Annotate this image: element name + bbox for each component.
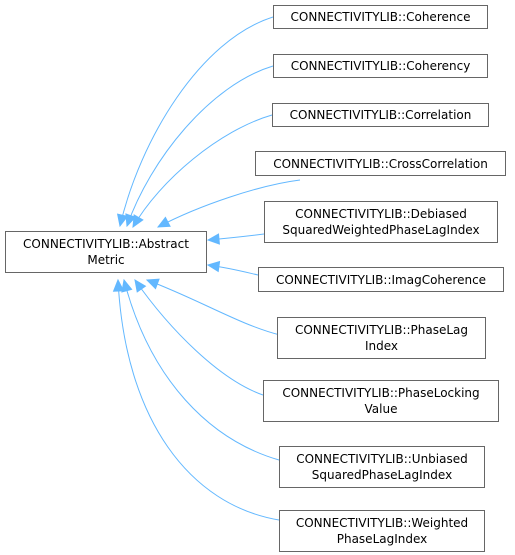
node-label-line: CONNECTIVITYLIB::Weighted	[295, 516, 469, 530]
edge-crosscorrelation	[157, 179, 301, 228]
node-label-line: CONNECTIVITYLIB::PhaseLag	[294, 323, 469, 337]
edge-phaselockingvalue	[134, 279, 264, 396]
node-phase-locking-value[interactable]: CONNECTIVITYLIB::PhaseLocking Value	[263, 380, 499, 422]
edge-imagcoherence-arrowhead	[206, 260, 221, 273]
node-label-line: Metric	[87, 253, 125, 267]
edge-crosscorrelation-arrowhead	[156, 216, 171, 228]
node-debiased-squared-weighted-phase-lag-index[interactable]: CONNECTIVITYLIB::Debiased SquaredWeighte…	[264, 201, 498, 243]
edge-unbiased-arrowhead	[121, 278, 133, 293]
node-label-line: CONNECTIVITYLIB::ImagCoherence	[275, 272, 487, 287]
node-label-line: CONNECTIVITYLIB::Coherency	[290, 59, 471, 73]
node-label-line: Value	[364, 402, 398, 416]
edge-phaselagindex-arrowhead	[145, 278, 160, 290]
edge-coherence	[119, 16, 274, 227]
node-label-line: CONNECTIVITYLIB::Coherence	[290, 10, 471, 24]
node-label-line: PhaseLagIndex	[336, 532, 428, 546]
edge-weighted	[117, 279, 280, 521]
edge-unbiased	[123, 279, 280, 461]
node-abstract-metric[interactable]: CONNECTIVITYLIB::Abstract Metric	[5, 231, 207, 273]
node-label-line: CONNECTIVITYLIB::Correlation	[289, 108, 472, 122]
node-crosscorrelation[interactable]: CONNECTIVITYLIB::CrossCorrelation	[255, 151, 506, 176]
node-label-line: SquaredPhaseLagIndex	[311, 468, 453, 482]
edge-debiased-arrowhead	[206, 233, 220, 245]
node-coherence[interactable]: CONNECTIVITYLIB::Coherence	[273, 5, 488, 29]
edge-phaselagindex	[146, 279, 281, 336]
node-label-line: CONNECTIVITYLIB::Abstract	[23, 237, 189, 251]
node-coherency[interactable]: CONNECTIVITYLIB::Coherency	[273, 54, 488, 78]
edge-weighted-arrowhead	[112, 278, 125, 292]
node-correlation[interactable]: CONNECTIVITYLIB::Correlation	[272, 103, 489, 127]
node-phase-lag-index[interactable]: CONNECTIVITYLIB::PhaseLag Index	[277, 317, 486, 359]
edge-correlation	[132, 114, 273, 228]
node-label-line: Index	[364, 339, 399, 353]
node-label-line: CONNECTIVITYLIB::Unbiased	[296, 452, 468, 466]
edge-coherency	[126, 65, 274, 227]
node-label-line: SquaredWeightedPhaseLagIndex	[282, 223, 480, 237]
edge-coherence-arrowhead	[116, 213, 129, 228]
edge-correlation-arrowhead	[132, 214, 144, 229]
node-label-line: CONNECTIVITYLIB::Debiased	[295, 207, 467, 221]
node-label-line: CONNECTIVITYLIB::PhaseLocking	[282, 386, 480, 400]
node-imagcoherence[interactable]: CONNECTIVITYLIB::ImagCoherence	[258, 267, 504, 292]
node-weighted-phase-lag-index[interactable]: CONNECTIVITYLIB::Weighted PhaseLagIndex	[279, 510, 485, 552]
node-label-line: CONNECTIVITYLIB::CrossCorrelation	[273, 156, 488, 171]
edge-coherency-arrowhead	[125, 213, 137, 228]
node-unbiased-squared-phase-lag-index[interactable]: CONNECTIVITYLIB::Unbiased SquaredPhaseLa…	[279, 446, 485, 488]
edge-phaselockingvalue-arrowhead	[134, 279, 147, 293]
